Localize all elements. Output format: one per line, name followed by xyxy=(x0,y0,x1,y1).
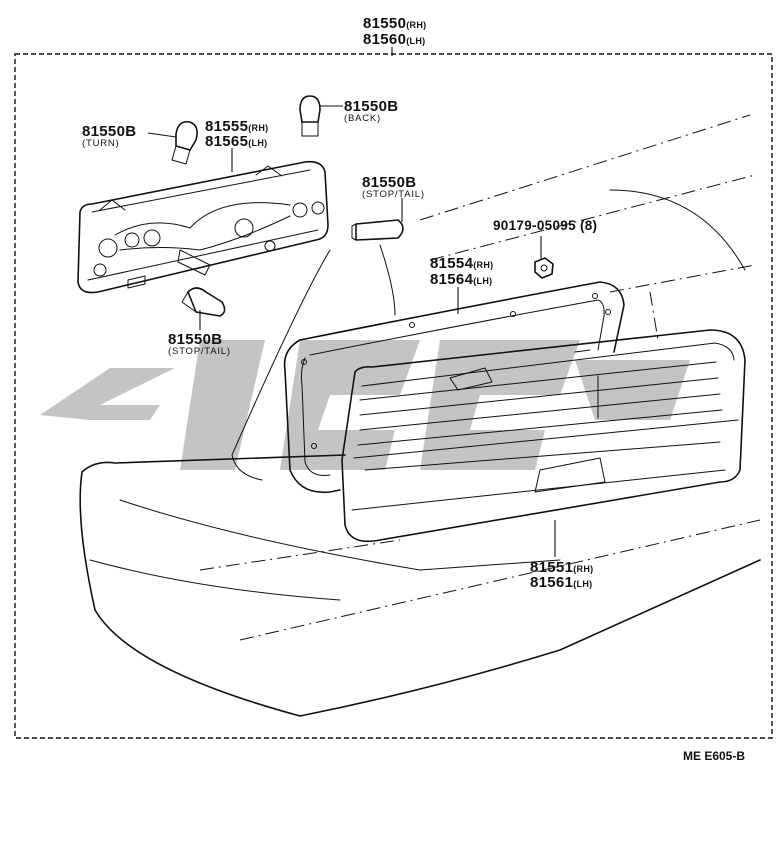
label-lens: 81551(RH) 81561(LH) xyxy=(530,559,593,591)
svg-text:81564(LH): 81564(LH) xyxy=(430,271,492,288)
assembly-rh-number: 81550 xyxy=(363,15,406,32)
bulb-stop-tail-lower xyxy=(181,287,226,317)
nut-number: 90179-05095 xyxy=(493,218,576,233)
tail-lens xyxy=(341,329,746,543)
socket-rh-number: 81555 xyxy=(205,118,248,135)
assembly-lh-number: 81560 xyxy=(363,31,406,48)
assembly-rh-side: (RH) xyxy=(406,20,426,30)
bulb-back-note: (BACK) xyxy=(344,113,381,124)
bulb-back-number: 81550B xyxy=(344,98,398,115)
label-socket: 81555(RH) 81565(LH) xyxy=(205,118,268,150)
svg-text:81561(LH): 81561(LH) xyxy=(530,574,592,591)
socket-lh-side: (LH) xyxy=(248,138,267,148)
bulb-turn-note: (TURN) xyxy=(82,138,120,149)
bulb-turn-number: 81550B xyxy=(82,123,136,140)
gasket-rh-side: (RH) xyxy=(473,260,493,270)
bulb-stop-tail-lower-note: (STOP/TAIL) xyxy=(168,346,231,357)
svg-text:81554(RH): 81554(RH) xyxy=(430,255,493,272)
lens-lh-number: 81561 xyxy=(530,574,573,591)
socket-rh-side: (RH) xyxy=(248,123,268,133)
bulb-stop-tail-upper-note: (STOP/TAIL) xyxy=(362,189,425,200)
assembly-lh-side: (LH) xyxy=(406,36,425,46)
label-gasket: 81554(RH) 81564(LH) xyxy=(430,255,493,288)
gasket-rh-number: 81554 xyxy=(430,255,474,272)
gasket-lh-side: (LH) xyxy=(473,276,492,286)
label-bulb-turn: 81550B (TURN) xyxy=(82,123,136,149)
svg-text:90179-05095 (8): 90179-05095 (8) xyxy=(493,218,597,233)
assembly-frame xyxy=(14,53,773,739)
watermark-logo xyxy=(40,340,690,470)
nut xyxy=(534,257,554,279)
nut-quantity: (8) xyxy=(580,218,597,233)
gasket-lh-number: 81564 xyxy=(430,271,474,288)
diagram-reference-code: ME E605-B xyxy=(683,749,745,763)
bulb-turn xyxy=(171,120,198,165)
body-opening xyxy=(231,189,746,481)
label-bulb-stop-tail-upper: 81550B (STOP/TAIL) xyxy=(362,174,425,200)
label-assembly: 81550(RH) 81560(LH) xyxy=(363,15,426,48)
bulb-stop-tail-lower-number: 81550B xyxy=(168,331,222,348)
svg-text:81560(LH): 81560(LH) xyxy=(363,31,425,48)
svg-text:81551(RH): 81551(RH) xyxy=(530,559,593,576)
leader-lines xyxy=(147,47,556,557)
bulb-stop-tail-upper xyxy=(351,219,404,241)
svg-text:81555(RH): 81555(RH) xyxy=(205,118,268,135)
lens-rh-number: 81551 xyxy=(530,559,573,576)
socket-assembly xyxy=(77,160,329,294)
socket-lh-number: 81565 xyxy=(205,133,248,150)
label-bulb-stop-tail-lower: 81550B (STOP/TAIL) xyxy=(168,331,231,357)
svg-text:81565(LH): 81565(LH) xyxy=(205,133,267,150)
label-bulb-back: 81550B (BACK) xyxy=(344,98,398,124)
lens-lh-side: (LH) xyxy=(573,579,592,589)
vehicle-reference-lines xyxy=(199,114,761,641)
bulb-stop-tail-upper-number: 81550B xyxy=(362,174,416,191)
bulb-back xyxy=(299,95,321,137)
label-nut: 90179-05095 (8) xyxy=(493,218,597,233)
gasket xyxy=(283,281,625,494)
svg-text:81550(RH): 81550(RH) xyxy=(363,15,426,32)
lens-rh-side: (RH) xyxy=(573,564,593,574)
rear-body-panel xyxy=(79,454,761,717)
